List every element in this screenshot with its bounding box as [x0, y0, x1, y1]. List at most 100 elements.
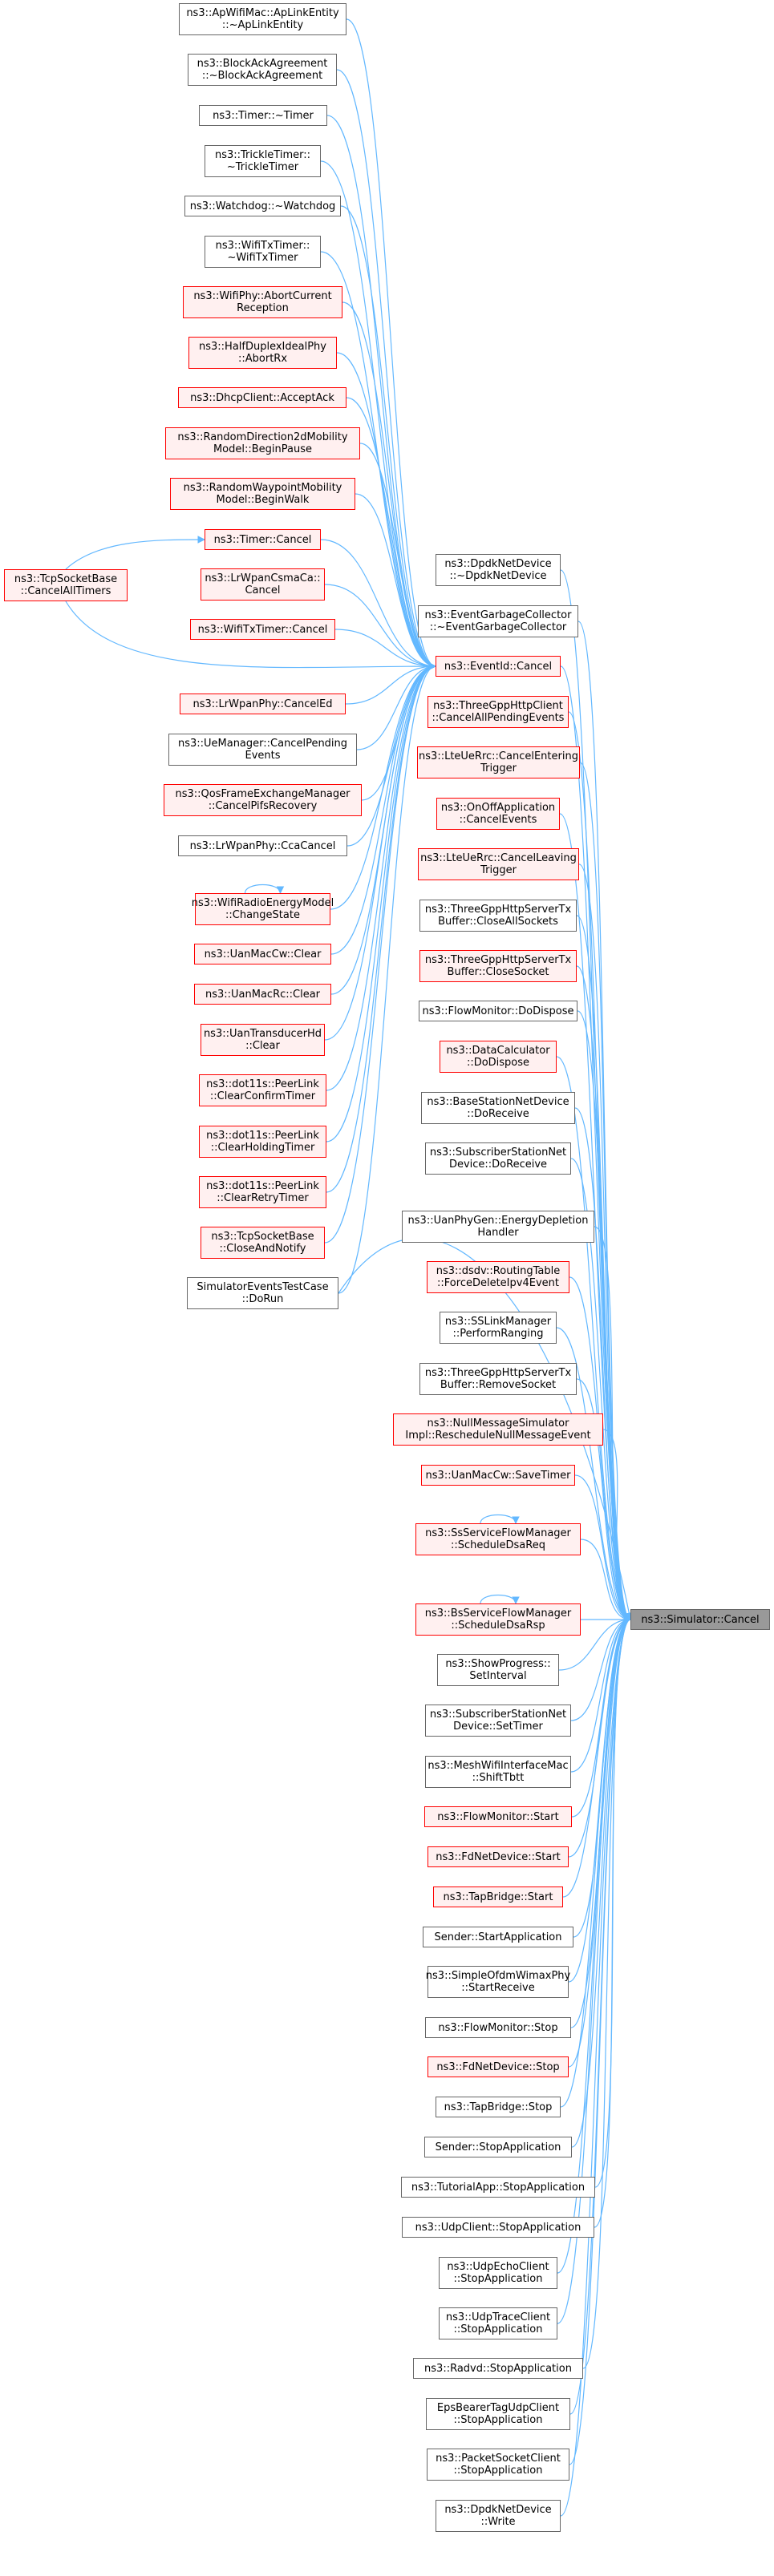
node-udpecho[interactable]: ns3::UdpEchoClient::StopApplication	[439, 2257, 557, 2289]
node-blockack[interactable]: ns3::BlockAckAgreement::~BlockAckAgreeme…	[188, 54, 337, 86]
node-label-line: ns3::WifiTxTimer::Cancel	[197, 623, 328, 636]
node-label-line: ns3::FdNetDevice::Start	[436, 1850, 561, 1863]
node-basestation[interactable]: ns3::BaseStationNetDevice::DoReceive	[421, 1092, 575, 1124]
node-dpdk-dtor[interactable]: ns3::DpdkNetDevice::~DpdkNetDevice	[436, 554, 561, 586]
node-flowmonitor-start[interactable]: ns3::FlowMonitor::Start	[424, 1806, 572, 1827]
edge-tapbridge-start-to-simulator-cancel	[562, 1616, 631, 1898]
node-tutorialapp[interactable]: ns3::TutorialApp::StopApplication	[401, 2177, 595, 2198]
node-flowmonitor-stop[interactable]: ns3::FlowMonitor::Stop	[425, 2017, 571, 2038]
node-simulator-cancel[interactable]: ns3::Simulator::Cancel	[630, 1609, 770, 1630]
node-label-line: ::ClearHoldingTimer	[210, 1142, 315, 1154]
node-timer-cancel[interactable]: ns3::Timer::Cancel	[205, 529, 321, 550]
node-label-line: ns3::dot11s::PeerLink	[206, 1180, 319, 1192]
node-uantransducer[interactable]: ns3::UanTransducerHd::Clear	[201, 1024, 325, 1056]
edge-uanmaccw-clear-to-eventid-cancel	[330, 662, 436, 955]
node-clearholding[interactable]: ns3::dot11s::PeerLink::ClearHoldingTimer	[199, 1126, 326, 1158]
node-wifitx-cancel[interactable]: ns3::WifiTxTimer::Cancel	[190, 619, 335, 640]
node-fdnet-start[interactable]: ns3::FdNetDevice::Start	[428, 1846, 569, 1867]
node-label-line: ns3::SsServiceFlowManager	[425, 1527, 571, 1539]
node-uanmaccw-clear[interactable]: ns3::UanMacCw::Clear	[194, 944, 331, 964]
node-wifitx-dtor[interactable]: ns3::WifiTxTimer::~WifiTxTimer	[205, 236, 321, 268]
node-eventgarbage[interactable]: ns3::EventGarbageCollector::~EventGarbag…	[418, 605, 578, 637]
node-label-line: ::StopApplication	[453, 2414, 543, 2426]
edge-uemanager-to-eventid-cancel	[356, 662, 436, 750]
node-dsdv[interactable]: ns3::dsdv::RoutingTable::ForceDeleteIpv4…	[427, 1261, 569, 1293]
node-label-line: Model::BeginWalk	[216, 494, 310, 506]
node-canceled[interactable]: ns3::LrWpanPhy::CancelEd	[180, 694, 346, 714]
node-tcp-cancelall[interactable]: ns3::TcpSocketBase::CancelAllTimers	[4, 569, 128, 601]
node-epsbearer[interactable]: EpsBearerTagUdpClient::StopApplication	[426, 2398, 570, 2430]
node-timer-dtor[interactable]: ns3::Timer::~Timer	[199, 105, 327, 126]
node-savetimer[interactable]: ns3::UanMacCw::SaveTimer	[421, 1465, 575, 1486]
node-trickle[interactable]: ns3::TrickleTimer::~TrickleTimer	[205, 145, 321, 177]
node-watchdog[interactable]: ns3::Watchdog::~Watchdog	[184, 196, 341, 216]
node-radvd[interactable]: ns3::Radvd::StopApplication	[413, 2358, 583, 2379]
node-ssservice[interactable]: ns3::SsServiceFlowManager::ScheduleDsaRe…	[415, 1523, 581, 1555]
node-tapbridge-start[interactable]: ns3::TapBridge::Start	[433, 1887, 563, 1907]
node-udptrace[interactable]: ns3::UdpTraceClient::StopApplication	[439, 2307, 557, 2339]
node-label-line: ns3::UdpEchoClient	[447, 2261, 549, 2273]
node-label-line: ns3::DataCalculator	[446, 1045, 550, 1057]
edge-subscriber-settimer-to-simulator-cancel	[570, 1616, 631, 1721]
node-datacalc[interactable]: ns3::DataCalculator::DoDispose	[440, 1041, 557, 1073]
node-meshwifi[interactable]: ns3::MeshWifiInterfaceMac::ShiftTbtt	[425, 1756, 571, 1788]
node-label-line: ns3::EventId::Cancel	[444, 660, 553, 673]
node-changestate[interactable]: ns3::WifiRadioEnergyModel::ChangeState	[192, 893, 334, 925]
node-label-line: ns3::UanPhyGen::EnergyDepletion	[407, 1215, 589, 1227]
node-uanmacrc-clear[interactable]: ns3::UanMacRc::Clear	[194, 984, 331, 1005]
node-label-line: ns3::DhcpClient::AcceptAck	[190, 391, 334, 404]
node-simpleofdm[interactable]: ns3::SimpleOfdmWimaxPhy::StartReceive	[426, 1966, 570, 1998]
edge-canceled-to-eventid-cancel	[345, 662, 436, 705]
node-lrwpancsma[interactable]: ns3::LrWpanCsmaCa::Cancel	[201, 568, 325, 601]
edge-closeallsockets-to-simulator-cancel	[576, 915, 631, 1624]
node-apwifimac[interactable]: ns3::ApWifiMac::ApLinkEntity::~ApLinkEnt…	[179, 3, 346, 35]
edge-timer-cancel-to-eventid-cancel	[320, 539, 436, 670]
node-fdnet-stop[interactable]: ns3::FdNetDevice::Stop	[428, 2056, 569, 2077]
node-clearretry[interactable]: ns3::dot11s::PeerLink::ClearRetryTimer	[199, 1176, 326, 1208]
node-acceptack[interactable]: ns3::DhcpClient::AcceptAck	[178, 387, 346, 408]
node-qosframe[interactable]: ns3::QosFrameExchangeManager::CancelPifs…	[164, 784, 362, 816]
node-label-line: ::Write	[480, 2516, 516, 2528]
node-packetsocket[interactable]: ns3::PacketSocketClient::StopApplication	[427, 2449, 569, 2481]
node-onoff[interactable]: ns3::OnOffApplication::CancelEvents	[436, 798, 560, 830]
node-bsservice[interactable]: ns3::BsServiceFlowManager::ScheduleDsaRs…	[415, 1603, 581, 1636]
node-showprogress[interactable]: ns3::ShowProgress::SetInterval	[437, 1654, 559, 1686]
node-label-line: ns3::ApWifiMac::ApLinkEntity	[186, 7, 339, 19]
node-sslink[interactable]: ns3::SSLinkManager::PerformRanging	[440, 1312, 557, 1344]
node-label-line: ::CancelAllTimers	[20, 585, 111, 597]
node-closeandnotify[interactable]: ns3::TcpSocketBase::CloseAndNotify	[201, 1227, 325, 1259]
edge-ssservice-to-simulator-cancel	[580, 1539, 631, 1624]
node-abortrx[interactable]: ns3::HalfDuplexIdealPhy::AbortRx	[188, 337, 337, 369]
node-threegpp-cancel[interactable]: ns3::ThreeGppHttpClient::CancelAllPendin…	[428, 696, 569, 728]
node-eventid-cancel[interactable]: ns3::EventId::Cancel	[436, 656, 561, 677]
node-sender-start[interactable]: Sender::StartApplication	[423, 1927, 573, 1947]
edge-wifitx-cancel-to-eventid-cancel	[334, 629, 436, 670]
node-simevents[interactable]: SimulatorEventsTestCase::DoRun	[187, 1277, 338, 1309]
node-tapbridge-stop[interactable]: ns3::TapBridge::Stop	[436, 2097, 561, 2117]
node-dpdk-write[interactable]: ns3::DpdkNetDevice::Write	[436, 2500, 561, 2532]
node-label-line: ns3::WifiTxTimer::	[215, 240, 310, 252]
node-clearconfirm[interactable]: ns3::dot11s::PeerLink::ClearConfirmTimer	[199, 1074, 326, 1106]
node-udpclient[interactable]: ns3::UdpClient::StopApplication	[402, 2217, 594, 2238]
edge-flowmonitor-dispose-to-simulator-cancel	[577, 1010, 631, 1624]
node-label-line: ns3::Watchdog::~Watchdog	[189, 200, 336, 212]
node-label-line: ns3::Timer::Cancel	[213, 533, 312, 546]
node-label-line: ns3::LrWpanPhy::CancelEd	[192, 698, 333, 710]
node-ccacancel[interactable]: ns3::LrWpanPhy::CcaCancel	[178, 835, 347, 856]
node-label-line: ns3::TcpSocketBase	[211, 1231, 314, 1243]
node-flowmonitor-dispose[interactable]: ns3::FlowMonitor::DoDispose	[419, 1001, 577, 1021]
node-sender-stop[interactable]: Sender::StopApplication	[424, 2137, 572, 2157]
